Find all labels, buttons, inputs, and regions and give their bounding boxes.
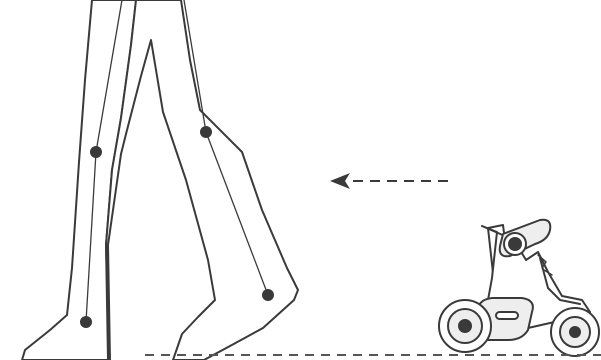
joint-marker-left-ankle — [80, 316, 92, 328]
wheel-left-icon — [439, 300, 491, 352]
joint-marker-right-ankle — [262, 289, 274, 301]
motion-arrow-head — [330, 173, 350, 189]
joint-marker-left-knee — [90, 146, 102, 158]
left-leg-outline — [22, 0, 136, 360]
robot-joint-hub-inner — [509, 238, 521, 250]
right-leg — [106, 0, 298, 360]
robot-side-slot — [496, 312, 518, 319]
left-leg — [22, 0, 136, 360]
right-leg-outline — [106, 0, 298, 360]
motion-arrow-icon — [330, 173, 448, 189]
joint-marker-right-knee — [200, 126, 212, 138]
wheel-right-icon — [551, 308, 599, 356]
